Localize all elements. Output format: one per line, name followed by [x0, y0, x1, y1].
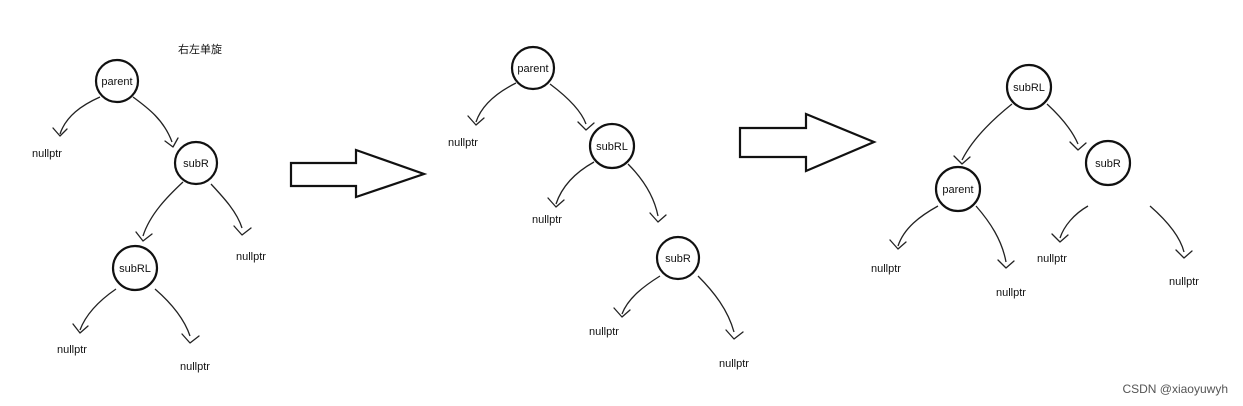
edge-subR-left-nullptr: [621, 275, 661, 315]
node-subRL: subRL: [111, 244, 159, 292]
node-subRL: subRL: [1005, 63, 1053, 111]
arrowhead: [164, 137, 179, 148]
node-label: subRL: [596, 141, 628, 153]
nullptr-label: nullptr: [1169, 276, 1199, 288]
edge-subR-left-nullptr: [1059, 205, 1089, 239]
node-parent: parent: [94, 58, 140, 104]
edge-parent-left-nullptr: [59, 96, 101, 135]
nullptr-label: nullptr: [532, 214, 562, 226]
arrowhead: [181, 333, 200, 344]
tree-before: parent subR subRL nullptr nullptr nullpt…: [32, 58, 266, 373]
arrowhead: [725, 329, 744, 340]
node-parent: parent: [510, 45, 556, 91]
nullptr-label: nullptr: [996, 287, 1026, 299]
node-label: subR: [665, 253, 691, 265]
arrowhead: [953, 155, 971, 165]
arrowhead: [72, 323, 89, 334]
arrowhead: [613, 307, 631, 318]
edge-subR-right-nullptr: [1149, 205, 1185, 253]
edge-parent-subR: [132, 96, 173, 143]
arrowhead: [547, 197, 565, 208]
node-parent: parent: [934, 165, 982, 213]
arrowhead: [1175, 249, 1193, 259]
arrowhead: [467, 115, 485, 126]
arrowhead: [1051, 233, 1069, 243]
arrowhead: [577, 121, 595, 131]
node-subRL: subRL: [588, 122, 636, 170]
node-label: parent: [101, 76, 132, 88]
arrowhead: [135, 231, 153, 242]
diagram-title: 右左单旋: [178, 42, 222, 56]
node-subR: subR: [173, 140, 219, 186]
arrowhead: [1069, 141, 1087, 151]
nullptr-label: nullptr: [180, 361, 210, 373]
nullptr-label: nullptr: [719, 358, 749, 370]
edge-parent-subRL: [549, 83, 587, 125]
edge-subRL-parent: [961, 103, 1013, 161]
edge-subR-right-nullptr: [697, 275, 735, 333]
nullptr-label: nullptr: [32, 148, 62, 160]
edge-subRL-subR: [627, 163, 659, 217]
node-label: subR: [1095, 158, 1121, 170]
edge-parent-right-nullptr: [975, 205, 1007, 263]
edge-subRL-left-nullptr: [555, 161, 595, 205]
transition-arrow-1: [289, 148, 428, 199]
node-label: subR: [183, 158, 209, 170]
node-subR: subR: [1084, 139, 1132, 187]
node-label: parent: [517, 63, 548, 75]
edge-parent-left-nullptr: [897, 205, 939, 247]
tree-after: subRL parent subR nullptr nullptr nullpt…: [871, 63, 1199, 299]
edge-subR-right-nullptr: [210, 183, 243, 229]
node-label: parent: [942, 184, 973, 196]
arrowhead: [649, 212, 667, 223]
edge-subRL-subR: [1046, 103, 1079, 145]
edge-subRL-right-nullptr: [154, 288, 191, 337]
edge-parent-left-nullptr: [475, 82, 517, 123]
watermark-text: CSDN @xiaoyuwyh: [1122, 382, 1228, 396]
nullptr-label: nullptr: [57, 344, 87, 356]
nullptr-label: nullptr: [236, 251, 266, 263]
node-label: subRL: [1013, 82, 1045, 94]
edge-subRL-left-nullptr: [79, 288, 117, 331]
tree-middle: parent subRL subR nullptr nullptr nullpt…: [448, 45, 749, 370]
arrowhead: [997, 259, 1015, 269]
arrowhead: [889, 239, 907, 250]
nullptr-label: nullptr: [589, 326, 619, 338]
arrowhead: [233, 225, 252, 236]
nullptr-label: nullptr: [448, 137, 478, 149]
nullptr-label: nullptr: [1037, 253, 1067, 265]
arrowhead: [52, 127, 68, 137]
node-label: subRL: [119, 263, 151, 275]
node-subR: subR: [655, 235, 701, 281]
nullptr-label: nullptr: [871, 263, 901, 275]
transition-arrow-2: [738, 112, 877, 173]
edge-subR-subRL: [142, 181, 184, 237]
